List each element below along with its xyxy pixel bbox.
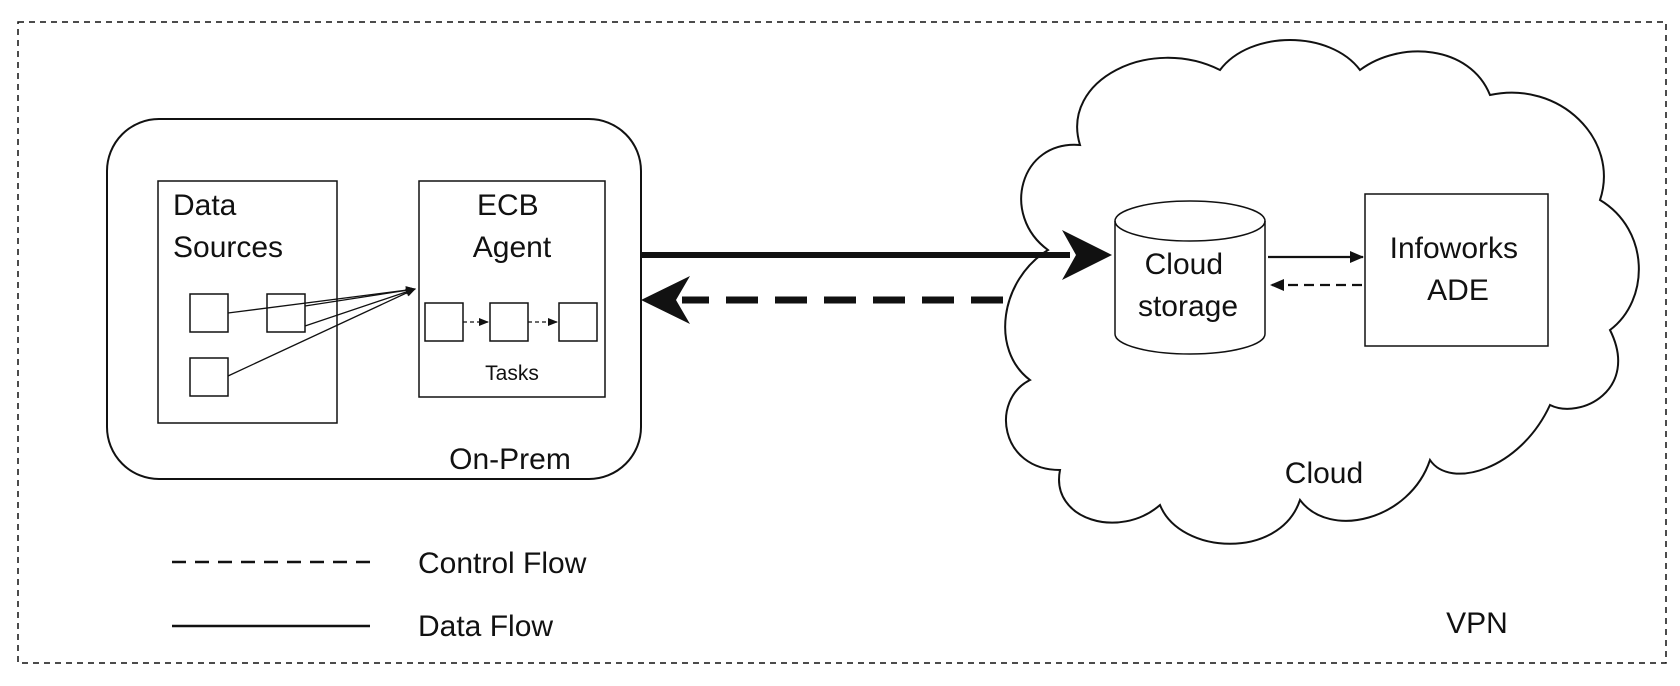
ecb-agent-label: ECB Agent <box>473 189 552 264</box>
source-connector <box>227 286 416 314</box>
cloud-label: Cloud <box>1285 457 1363 490</box>
legend-control-flow-label: Control Flow <box>418 547 587 580</box>
task-square <box>424 302 464 342</box>
data-source-square <box>266 293 306 333</box>
data-source-square <box>189 293 229 333</box>
ecb-agent-box <box>418 180 606 398</box>
cloud-storage-label: Cloud storage <box>1138 248 1238 323</box>
cloud-storage-label-line1: Cloud <box>1145 248 1223 281</box>
cloud-shape <box>1004 39 1640 545</box>
infoworks-ade-box <box>1364 193 1549 347</box>
cloud-storage-label-line2: storage <box>1138 290 1238 323</box>
source-connector <box>304 288 416 327</box>
tasks-label: Tasks <box>485 362 539 385</box>
on-prem-container <box>106 118 642 480</box>
data-sources-box <box>157 180 338 424</box>
data-sources-label-line1: Data <box>173 189 237 222</box>
control-flow-arrowhead <box>641 276 690 324</box>
source-connector <box>304 286 416 307</box>
ecb-agent-label-line2: Agent <box>473 231 552 264</box>
vpn-boundary <box>17 21 1667 664</box>
vpn-label: VPN <box>1446 607 1508 640</box>
data-sources-label: Data Sources <box>173 189 283 264</box>
legend-data-flow-label: Data Flow <box>418 610 553 643</box>
data-source-square <box>189 357 229 397</box>
infoworks-ade-label: Infoworks ADE <box>1390 232 1527 307</box>
cloud-storage-cylinder <box>1114 221 1266 355</box>
task-square <box>558 302 598 342</box>
data-flow-arrowhead <box>1062 230 1112 280</box>
task-square <box>489 302 529 342</box>
infoworks-ade-label-line1: Infoworks <box>1390 232 1518 265</box>
source-connector <box>227 288 416 377</box>
ecb-agent-label-line1: ECB <box>477 189 539 222</box>
infoworks-ade-label-line2: ADE <box>1427 274 1489 307</box>
data-sources-label-line2: Sources <box>173 231 283 264</box>
cloud-storage-cylinder-top <box>1114 200 1266 242</box>
on-prem-label: On-Prem <box>449 443 571 476</box>
